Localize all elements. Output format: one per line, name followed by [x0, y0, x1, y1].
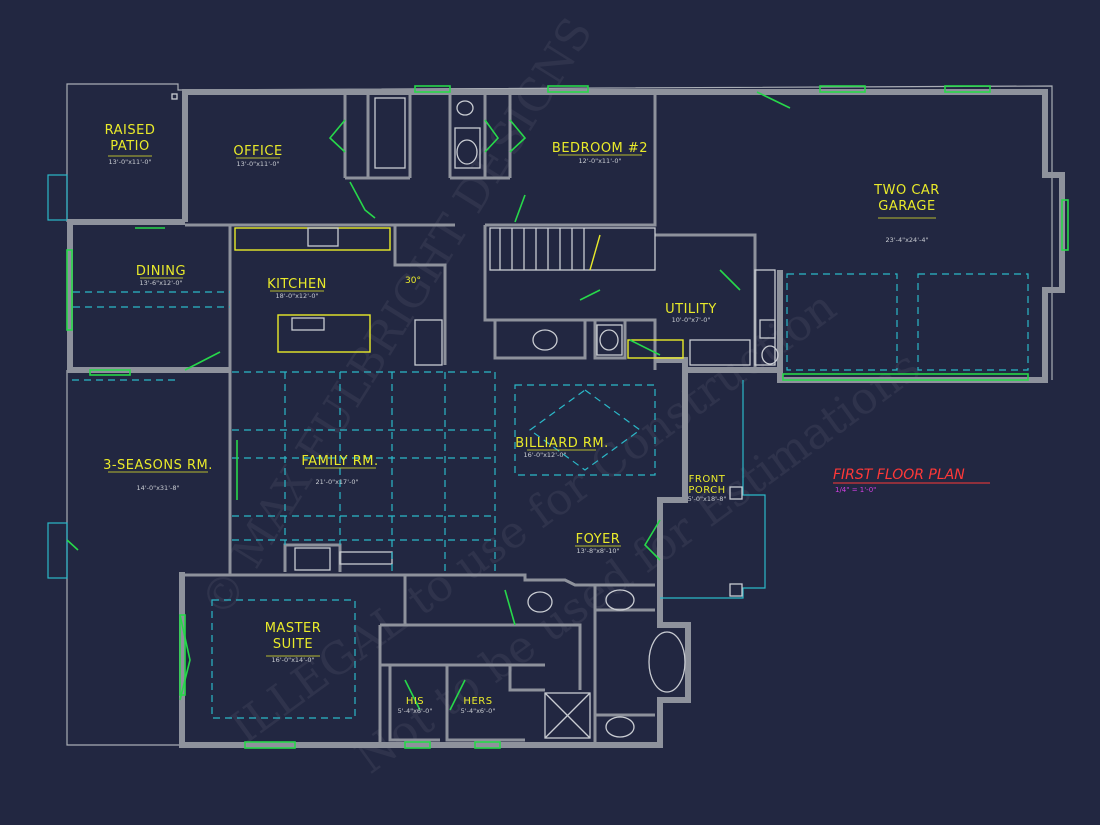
kitchen-angle-label: 30°	[405, 276, 421, 286]
room-dims-kitchen: 18'-0"x12'-0"	[276, 292, 319, 300]
plan-title: FIRST FLOOR PLAN	[833, 467, 965, 483]
room-dims-billiard: 16'-0"x12'-0"	[524, 451, 567, 459]
room-dims-garage: 23'-4"x24'-4"	[886, 236, 929, 244]
room-dims-raised-patio: 13'-0"x11'-0"	[109, 158, 152, 166]
kitchen-fixtures	[234, 227, 684, 366]
bath-fixtures	[374, 97, 779, 739]
room-dims-dining: 13'-6"x12'-0"	[140, 279, 183, 287]
windows	[66, 85, 1069, 749]
watermark-group: © MAX FULBRIGHT DESIGNS ILLEGAL to use f…	[191, 9, 929, 784]
front-porch	[660, 380, 766, 599]
room-label-family: FAMILY RM.	[301, 454, 378, 469]
plan-title-block: FIRST FLOOR PLAN 1/4" = 1'-0"	[833, 467, 990, 494]
room-label-hers: HERS	[463, 696, 492, 707]
room-label-billiard: BILLIARD RM.	[515, 436, 609, 451]
plan-scale: 1/4" = 1'-0"	[835, 486, 876, 494]
room-label-foyer: FOYER	[576, 532, 621, 547]
room-dims-3-seasons: 14'-0"x31'-8"	[137, 484, 180, 492]
room-label-his: HIS	[406, 696, 424, 707]
room-label-3-seasons: 3-SEASONS RM.	[103, 458, 213, 473]
room-dims-hers: 5'-4"x6'-0"	[461, 707, 496, 715]
room-label-bedroom-2: BEDROOM #2	[552, 141, 648, 156]
room-label-kitchen: KITCHEN	[267, 277, 327, 292]
room-dims-master: 16'-0"x14'-0"	[272, 656, 315, 664]
site-outline	[47, 83, 1053, 746]
staircase	[489, 227, 656, 271]
room-label-utility: UTILITY	[665, 302, 717, 317]
room-dims-office: 13'-0"x11'-0"	[237, 160, 280, 168]
room-dims-front-porch: 5'-0"x18'-8"	[688, 495, 727, 503]
room-label-dining: DINING	[136, 264, 186, 279]
room-dims-family: 21'-0"x17'-0"	[316, 478, 359, 486]
room-label-office: OFFICE	[233, 144, 282, 159]
room-dims-his: 5'-4"x6'-0"	[398, 707, 433, 715]
interior-walls	[182, 92, 783, 745]
room-dims-utility: 10'-0"x7'-0"	[672, 316, 711, 324]
room-dims-foyer: 13'-8"x8'-10"	[577, 547, 620, 555]
exterior-walls	[67, 89, 1065, 748]
doors	[66, 91, 791, 711]
room-dims-bedroom-2: 12'-0"x11'-0"	[579, 157, 622, 165]
ceiling-lines	[72, 273, 1029, 719]
label-underlines	[108, 154, 936, 657]
